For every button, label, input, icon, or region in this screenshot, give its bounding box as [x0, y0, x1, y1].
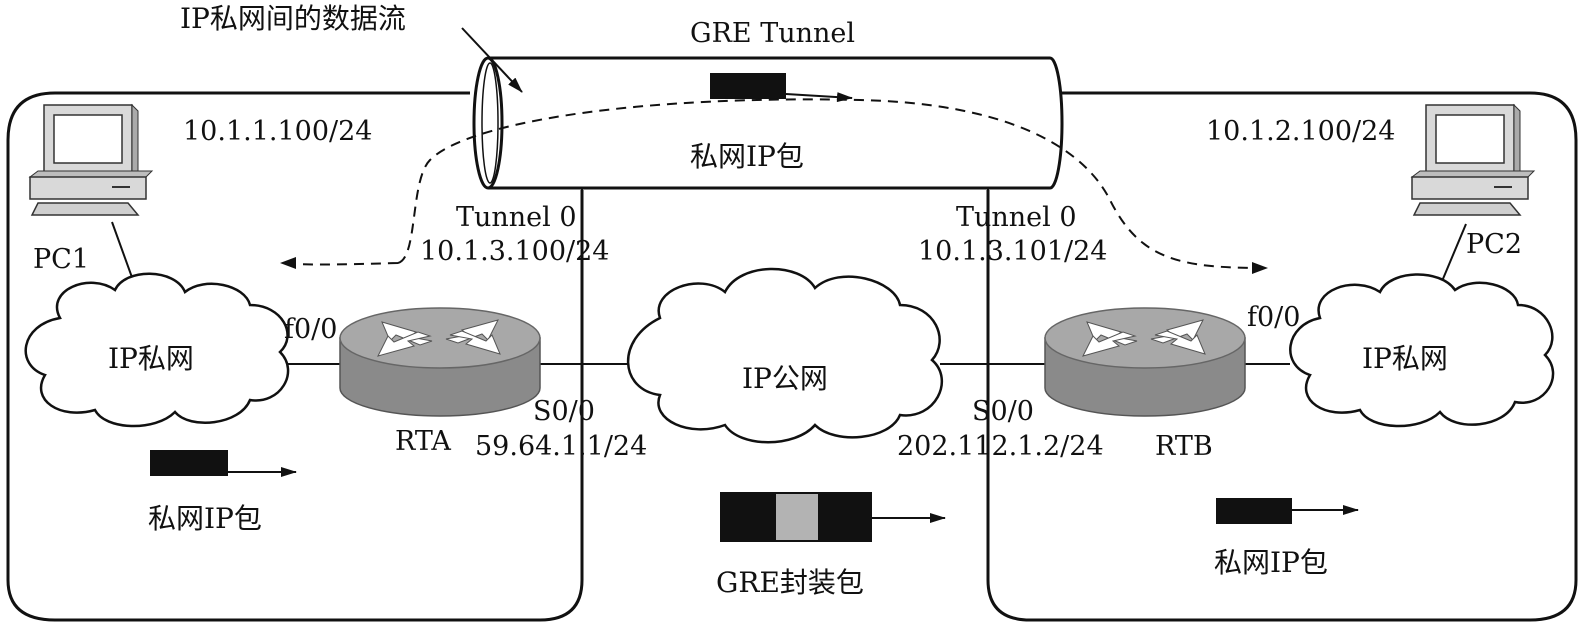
- pc2-link: [1439, 223, 1467, 287]
- tunnel-packet-label: 私网IP包: [690, 140, 804, 173]
- gre-encapsulated-packet-icon: [720, 492, 872, 542]
- tunnel-packet-icon: [710, 73, 786, 99]
- rtb-wan-interface: S0/0: [972, 396, 1034, 427]
- router-rtb: [1044, 307, 1246, 417]
- left-packet-label: 私网IP包: [148, 502, 262, 535]
- rtb-tunnel-ip: 10.1.3.101/24: [918, 236, 1107, 267]
- tunnel-label: GRE Tunnel: [690, 18, 855, 49]
- right-packet-icon: [1216, 498, 1292, 524]
- left-site-boundary: [6, 91, 584, 622]
- left-cloud-label: IP私网: [108, 342, 194, 375]
- gre-tunnel: [472, 56, 1064, 190]
- rtb-tunnel-interface: Tunnel 0: [956, 202, 1077, 233]
- rta-tunnel-interface: Tunnel 0: [456, 202, 577, 233]
- public-cloud-label: IP公网: [742, 362, 828, 395]
- right-private-cloud: [1289, 273, 1555, 428]
- rta-name: RTA: [395, 426, 451, 457]
- flow-arrowhead-right: [1252, 262, 1268, 274]
- annotation-pointer: [461, 27, 523, 93]
- gre-packet-label: GRE封装包: [716, 566, 864, 599]
- pc2-computer-icon: [1410, 103, 1536, 216]
- rta-tunnel-ip: 10.1.3.100/24: [420, 236, 609, 267]
- left-private-cloud: [24, 272, 290, 428]
- rtb-wan-ip: 202.112.1.2/24: [897, 431, 1104, 462]
- left-packet-icon: [150, 450, 228, 476]
- pc1-name: PC1: [33, 244, 89, 275]
- right-site-boundary: [986, 91, 1578, 622]
- pc1-computer-icon: [28, 103, 154, 216]
- data-flow-annotation: IP私网间的数据流: [180, 2, 406, 35]
- rta-lan-interface: f0/0: [284, 314, 337, 345]
- rta-wan-ip: 59.64.1.1/24: [475, 431, 647, 462]
- rtb-lan-interface: f0/0: [1247, 302, 1300, 333]
- router-arrows-icon: [1082, 319, 1206, 357]
- pc1-ip: 10.1.1.100/24: [183, 116, 372, 147]
- rta-wan-interface: S0/0: [533, 396, 595, 427]
- tunnel-packet-arrow: [785, 92, 853, 103]
- right-cloud-label: IP私网: [1362, 342, 1448, 375]
- public-cloud: [626, 267, 944, 444]
- router-rta: [339, 307, 541, 417]
- router-arrows-icon: [377, 319, 501, 357]
- flow-arrowhead-left: [280, 257, 296, 269]
- pc2-name: PC2: [1466, 229, 1522, 260]
- pc2-ip: 10.1.2.100/24: [1206, 116, 1395, 147]
- rtb-name: RTB: [1155, 431, 1213, 462]
- right-packet-label: 私网IP包: [1214, 546, 1328, 579]
